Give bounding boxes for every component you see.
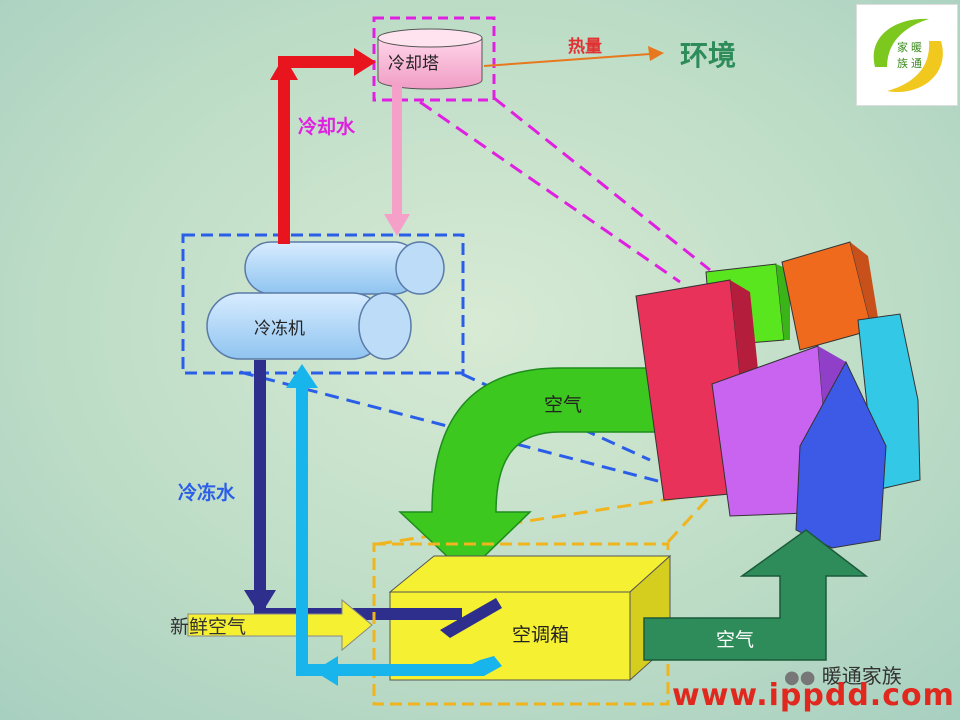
cooling-water-return-pipe: [392, 84, 402, 216]
chiller-cylinder-bottom-end: [358, 292, 412, 360]
supply-air-arrow: [643, 529, 869, 661]
chiller-label: 冷冻机: [254, 319, 305, 339]
return-air-arrow: [398, 367, 661, 576]
cooling-tower: [377, 37, 483, 90]
chiller-dashed-box: [181, 233, 465, 375]
environment-label: 环境: [680, 39, 737, 72]
cooling-water-supply-arrowhead-up: [270, 56, 298, 80]
chilled-water-return-pipe: [296, 380, 308, 676]
buildings: [635, 241, 921, 549]
logo-char-3: 族: [897, 57, 908, 70]
cooling-tower-label: 冷却塔: [388, 54, 439, 74]
fresh-air-arrow: [187, 598, 373, 652]
cooling-water-supply-pipe-horizontal: [278, 56, 358, 68]
cooling-tower-top: [377, 28, 483, 48]
heat-arrow-head: [648, 46, 664, 61]
cooling-tower-dashed-box: [372, 16, 496, 102]
tower-to-building-dash-1: [419, 100, 681, 284]
watermark-name: ●● 暖通家族: [784, 660, 902, 689]
chiller-cylinder-top: [244, 241, 421, 295]
ahu-to-building-dash-2: [666, 492, 714, 544]
ahu-dashed-box: [372, 542, 670, 706]
chiller-to-building-dash-1: [239, 370, 701, 494]
logo-char-2: 暖: [911, 41, 922, 54]
watermark-url: www.ippdd.com: [672, 678, 955, 713]
cooling-water-supply-pipe-vertical: [278, 62, 290, 244]
wechat-icon: ●●: [784, 667, 816, 688]
return-air-label: 空气: [544, 394, 583, 416]
heat-arrow: [483, 53, 651, 67]
chilled-water-return-arrowhead-up: [286, 364, 318, 388]
heat-label: 热量: [568, 37, 602, 57]
chilled-water-return-arrowhead-left: [314, 656, 338, 686]
brand-logo: 家 暖 族 通: [856, 4, 958, 106]
chilled-water-supply-arrowhead-down: [244, 590, 276, 616]
tower-to-building-dash-2: [493, 96, 711, 272]
fresh-air-label: 新鲜空气: [170, 616, 247, 638]
ahu-top: [388, 555, 672, 593]
cooling-water-return-arrowhead: [384, 214, 410, 236]
chilled-water-label: 冷冻水: [178, 482, 236, 504]
chilled-water-ahu-arrowhead: [440, 598, 502, 638]
ahu-label: 空调箱: [512, 624, 570, 646]
chiller-cylinder-top-end: [395, 241, 445, 295]
supply-air-label: 空气: [716, 629, 755, 651]
chilled-water-supply-pipe-in-ahu: [380, 608, 462, 620]
logo-char-1: 家: [897, 41, 908, 54]
cooling-water-label: 冷却水: [298, 116, 356, 138]
watermark-text: 暖通家族: [821, 664, 902, 688]
brand-logo-mark: [873, 18, 943, 92]
cooling-water-supply-arrowhead-right: [354, 48, 376, 76]
chilled-water-return-coil: [326, 656, 502, 676]
chilled-water-supply-pipe-vertical: [254, 360, 266, 616]
logo-char-4: 通: [911, 57, 922, 70]
